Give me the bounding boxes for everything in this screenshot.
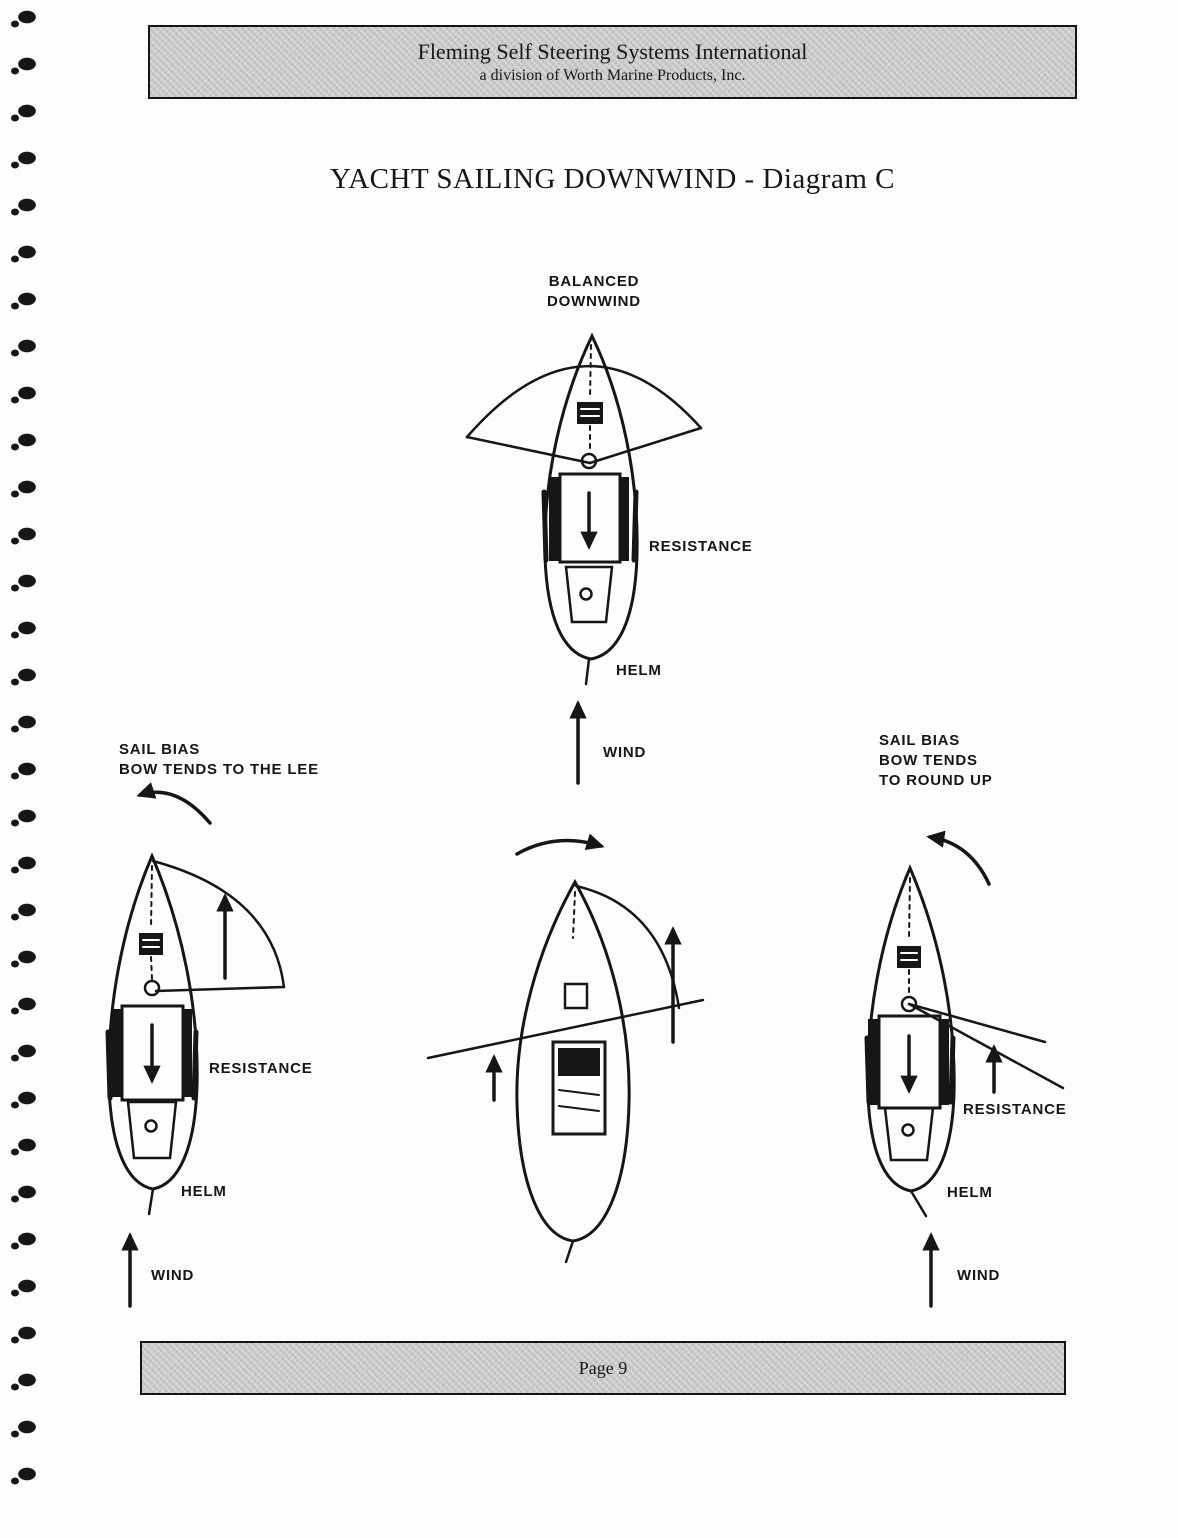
boom-line bbox=[907, 1002, 1065, 1090]
caption-line: SAIL BIAS bbox=[119, 741, 201, 758]
helm-tiller-line bbox=[147, 1187, 155, 1216]
hull-outline bbox=[543, 332, 639, 661]
caption-sail-bias-lee: SAIL BIAS BOW TENDS TO THE LEE bbox=[119, 740, 319, 780]
hull-outline bbox=[515, 878, 631, 1243]
footer-band: Page 9 bbox=[140, 1341, 1066, 1395]
yaw-arrow-icon bbox=[136, 782, 212, 825]
sail-edge bbox=[154, 985, 286, 993]
foredeck-box bbox=[577, 402, 603, 424]
label-resistance-right: RESISTANCE bbox=[963, 1101, 1067, 1118]
sail-leech bbox=[574, 884, 681, 1010]
sheet-line bbox=[907, 1002, 1047, 1044]
label-helm-top: HELM bbox=[616, 662, 662, 679]
mast-circle bbox=[900, 995, 918, 1013]
boat-rounds-up bbox=[864, 830, 1065, 1308]
boat-center-rounding bbox=[426, 833, 705, 1264]
sail-edge-right bbox=[588, 426, 703, 465]
header-band: Fleming Self Steering Systems Internatio… bbox=[148, 25, 1077, 99]
caption-line: SAIL BIAS bbox=[879, 732, 961, 749]
caption-line: BOW TENDS bbox=[879, 752, 978, 769]
label-resistance-top: RESISTANCE bbox=[649, 538, 753, 555]
label-helm-right: HELM bbox=[947, 1184, 993, 1201]
label-helm-left: HELM bbox=[181, 1183, 227, 1200]
yaw-arrow-icon bbox=[926, 830, 991, 886]
cockpit bbox=[126, 1100, 178, 1160]
mast-circle bbox=[143, 979, 161, 997]
deck-hatch bbox=[563, 982, 589, 1010]
spiral-binding bbox=[0, 0, 56, 1492]
label-resistance-left: RESISTANCE bbox=[209, 1060, 313, 1077]
sail-edge-left bbox=[465, 435, 592, 465]
caption-line: BALANCED bbox=[548, 273, 640, 290]
caption-line: DOWNWIND bbox=[547, 293, 641, 310]
helm-tiller-line bbox=[584, 657, 591, 686]
foredeck-box bbox=[139, 933, 163, 955]
cockpit bbox=[551, 1040, 607, 1136]
label-wind-top: WIND bbox=[603, 744, 647, 761]
sail-arc bbox=[151, 859, 286, 989]
header-line2: a division of Worth Marine Products, Inc… bbox=[479, 67, 746, 84]
sail-arc bbox=[465, 365, 703, 439]
label-wind-left: WIND bbox=[151, 1267, 195, 1284]
foredeck-box bbox=[897, 946, 921, 968]
caption-sail-bias-roundup: SAIL BIAS BOW TENDS TO ROUND UP bbox=[879, 731, 993, 791]
boat-balanced-downwind bbox=[465, 332, 703, 785]
caption-line: TO ROUND UP bbox=[879, 772, 993, 789]
caption-line: BOW TENDS TO THE LEE bbox=[119, 761, 319, 778]
cockpit bbox=[564, 565, 614, 624]
cockpit bbox=[883, 1106, 935, 1162]
keel-line bbox=[564, 1239, 575, 1264]
mast-circle bbox=[580, 452, 598, 470]
hull-outline bbox=[866, 864, 956, 1193]
page-title: YACHT SAILING DOWNWIND - Diagram C bbox=[330, 163, 895, 195]
cabin bbox=[877, 1014, 942, 1110]
boom-line bbox=[426, 998, 705, 1060]
helm-tiller-line bbox=[909, 1189, 928, 1218]
boat-bow-to-lee bbox=[105, 782, 286, 1308]
cabin bbox=[120, 1004, 185, 1102]
page-number: Page 9 bbox=[578, 1357, 628, 1378]
cabin bbox=[558, 472, 622, 564]
label-wind-right: WIND bbox=[957, 1267, 1001, 1284]
hull-outline bbox=[107, 852, 199, 1191]
caption-balanced-downwind: BALANCED DOWNWIND bbox=[533, 272, 655, 312]
rotation-arrow-icon bbox=[515, 833, 605, 856]
header-line1: Fleming Self Steering Systems Internatio… bbox=[417, 39, 808, 64]
